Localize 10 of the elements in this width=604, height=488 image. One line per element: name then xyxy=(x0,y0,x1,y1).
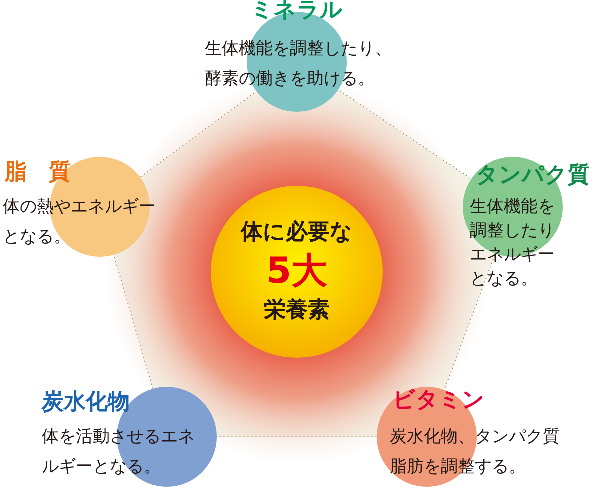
highlight-text: 5大 xyxy=(266,250,328,294)
description-text: 生体機能を調整したり、酵素の働きを助ける。 xyxy=(205,38,393,91)
nutrient-title: タンパク質 xyxy=(476,163,590,189)
center-text: 栄養素 xyxy=(264,297,330,325)
center-text: 体に必要な xyxy=(241,219,353,247)
nutrient-title: 炭水化物 xyxy=(42,390,130,416)
description-text: 体の熱やエネルギーとなる。 xyxy=(3,196,157,249)
nutrient-title: ミネラル xyxy=(250,0,344,24)
nutrient-title: ビタミン xyxy=(393,388,485,414)
nutrient-title: 脂 質 xyxy=(5,160,71,186)
